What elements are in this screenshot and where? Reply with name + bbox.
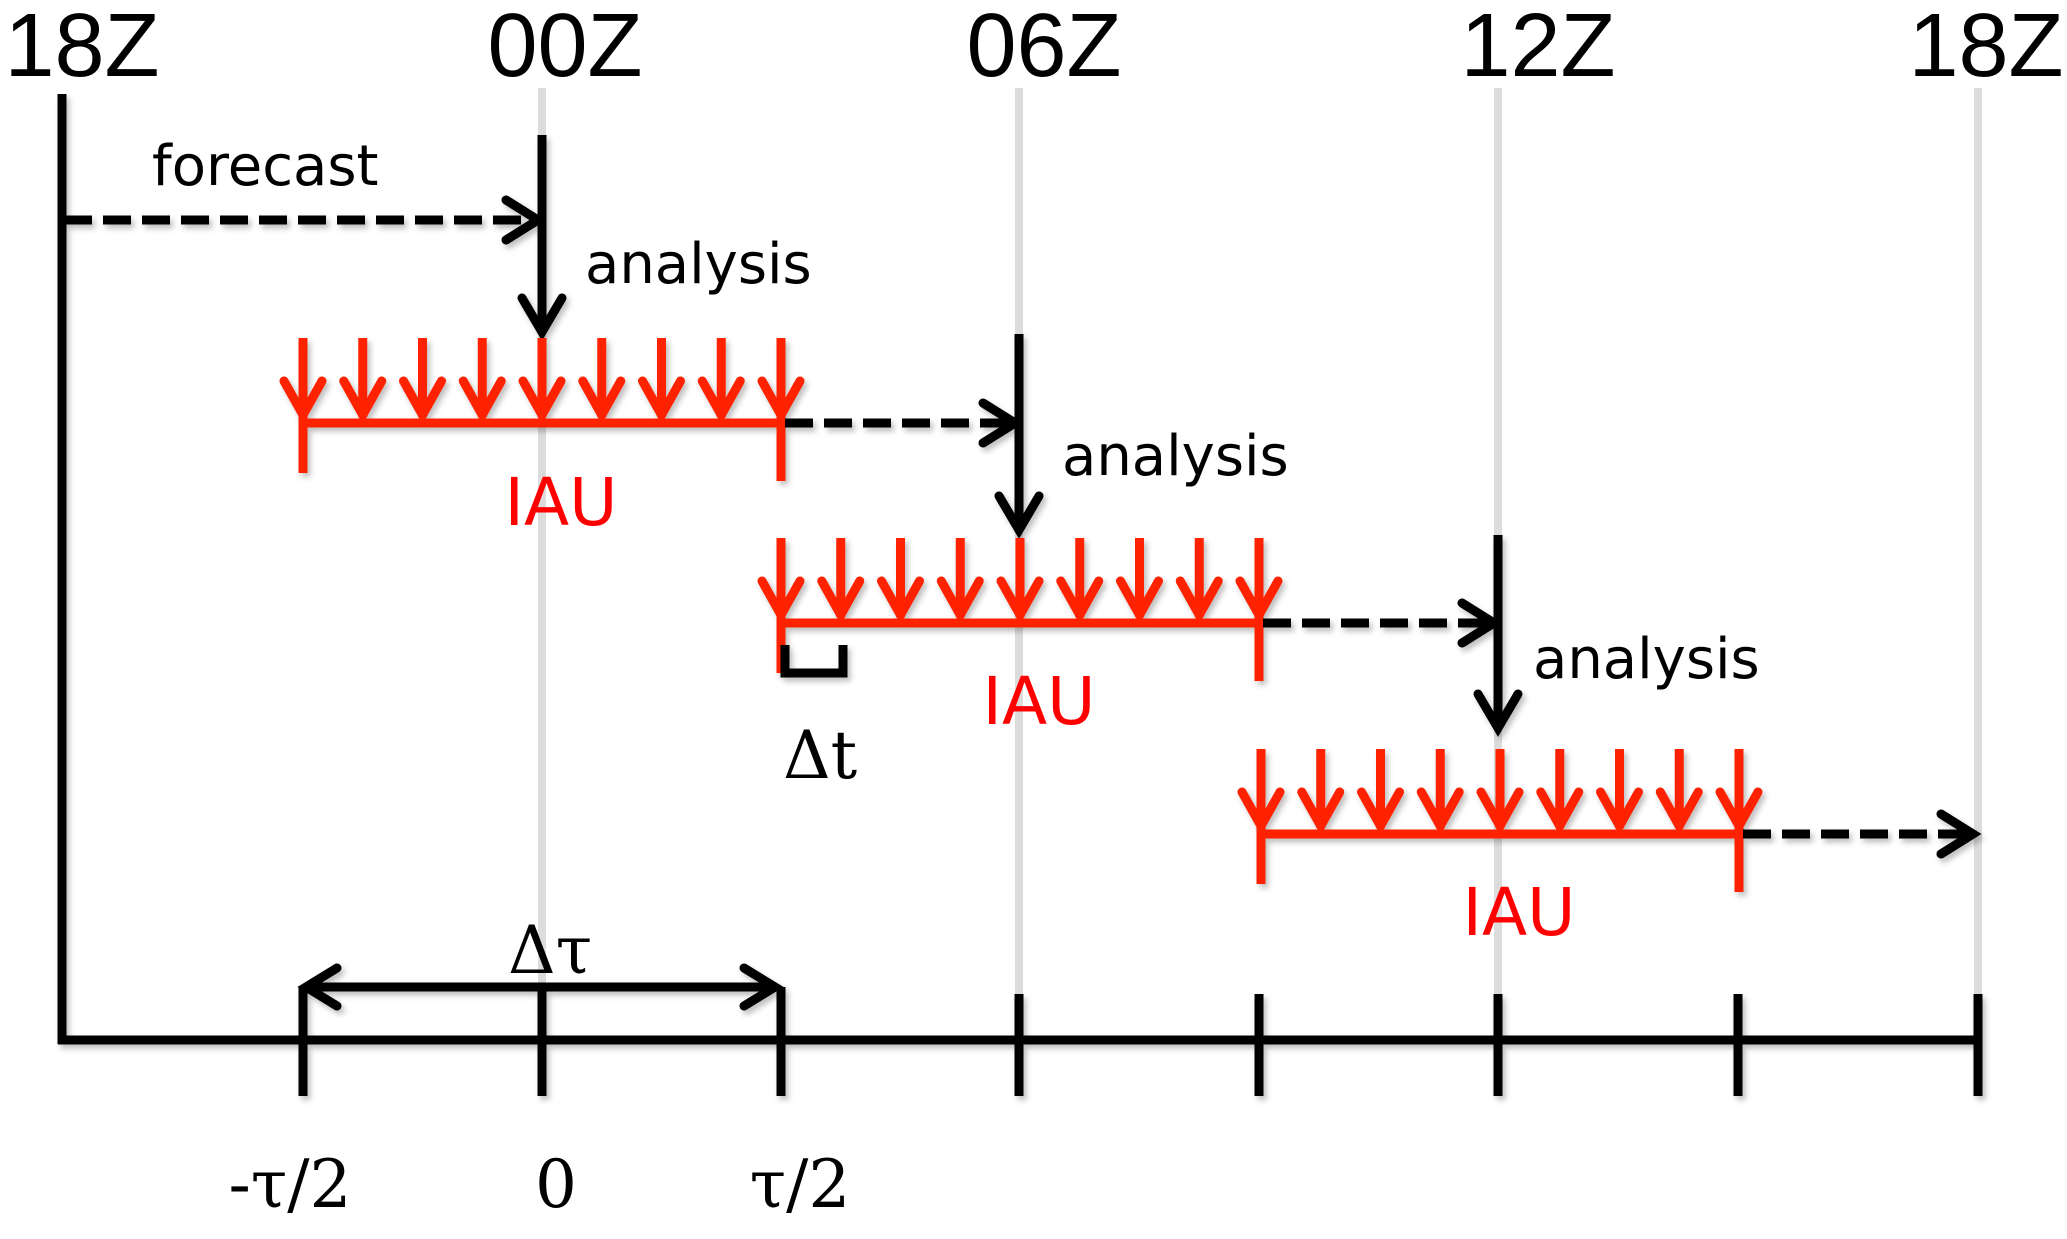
increment-arrow-down-icon — [1116, 576, 1163, 625]
axis-tick-label: 0 — [535, 1146, 577, 1223]
increment-arrow-down-icon — [877, 576, 924, 625]
arrow-down-icon — [517, 293, 567, 341]
analysis-label: analysis — [585, 232, 812, 297]
diagram-text: forecastanalysisIAUanalysisIAUanalysisIA… — [152, 134, 1760, 1223]
increment-arrow-down-icon — [518, 376, 566, 425]
increment-arrow-down-icon — [1536, 787, 1584, 836]
increment-arrow-down-icon — [578, 376, 626, 425]
increment-arrow-down-icon — [399, 376, 446, 425]
arrow-left-icon — [297, 963, 342, 1011]
increment-arrow-down-icon — [817, 576, 865, 625]
arrow-down-icon — [1473, 689, 1523, 737]
increment-arrow-down-icon — [1297, 787, 1345, 836]
delta-t-bracket — [780, 645, 848, 678]
increment-arrow-down-icon — [1476, 787, 1524, 836]
forecast-label: forecast — [152, 134, 378, 199]
timeline-structure — [57, 94, 1983, 1096]
increment-arrow-down-icon — [1235, 576, 1283, 625]
increment-arrow-down-icon — [996, 576, 1044, 625]
increment-arrow-down-icon — [1596, 787, 1643, 836]
iau-label: IAU — [505, 464, 618, 541]
increment-arrow-down-icon — [638, 376, 685, 425]
increment-arrow-down-icon — [936, 576, 984, 625]
arrow-right-icon — [1936, 809, 1982, 859]
increment-arrow-down-icon — [1715, 787, 1763, 836]
time-labels: 18Z 00Z 06Z 12Z 18Z — [4, 0, 2063, 96]
time-label-18z: 18Z — [4, 0, 159, 96]
increment-arrow-down-icon — [1416, 787, 1464, 836]
analysis-label: analysis — [1533, 627, 1760, 692]
analysis-label: analysis — [1062, 424, 1289, 489]
arrow-right-icon — [739, 963, 784, 1011]
increment-arrow-down-icon — [757, 576, 805, 625]
axis-tick-label: τ/2 — [750, 1146, 851, 1223]
iau-label: IAU — [1463, 874, 1576, 951]
increment-arrow-down-icon — [1237, 787, 1285, 836]
time-label-12z: 12Z — [1460, 0, 1615, 96]
arrow-down-icon — [994, 491, 1044, 539]
increment-arrow-down-icon — [1655, 787, 1703, 836]
increment-arrow-down-icon — [279, 376, 327, 425]
time-label-00z: 00Z — [487, 0, 642, 96]
time-label-18z: 18Z — [1908, 0, 2063, 96]
increment-arrow-down-icon — [1357, 787, 1404, 836]
delta-tau-label: Δτ — [508, 912, 592, 989]
increment-arrow-down-icon — [757, 376, 805, 425]
axis-tick-label: -τ/2 — [228, 1146, 351, 1223]
increment-arrow-down-icon — [697, 376, 745, 425]
iau-label: IAU — [983, 663, 1096, 740]
increment-arrow-down-icon — [1056, 576, 1104, 625]
time-label-06z: 06Z — [966, 0, 1121, 96]
increment-arrow-down-icon — [1175, 576, 1223, 625]
increment-arrow-down-icon — [339, 376, 387, 425]
increment-arrow-down-icon — [458, 376, 506, 425]
delta-t-label: Δt — [783, 717, 857, 794]
